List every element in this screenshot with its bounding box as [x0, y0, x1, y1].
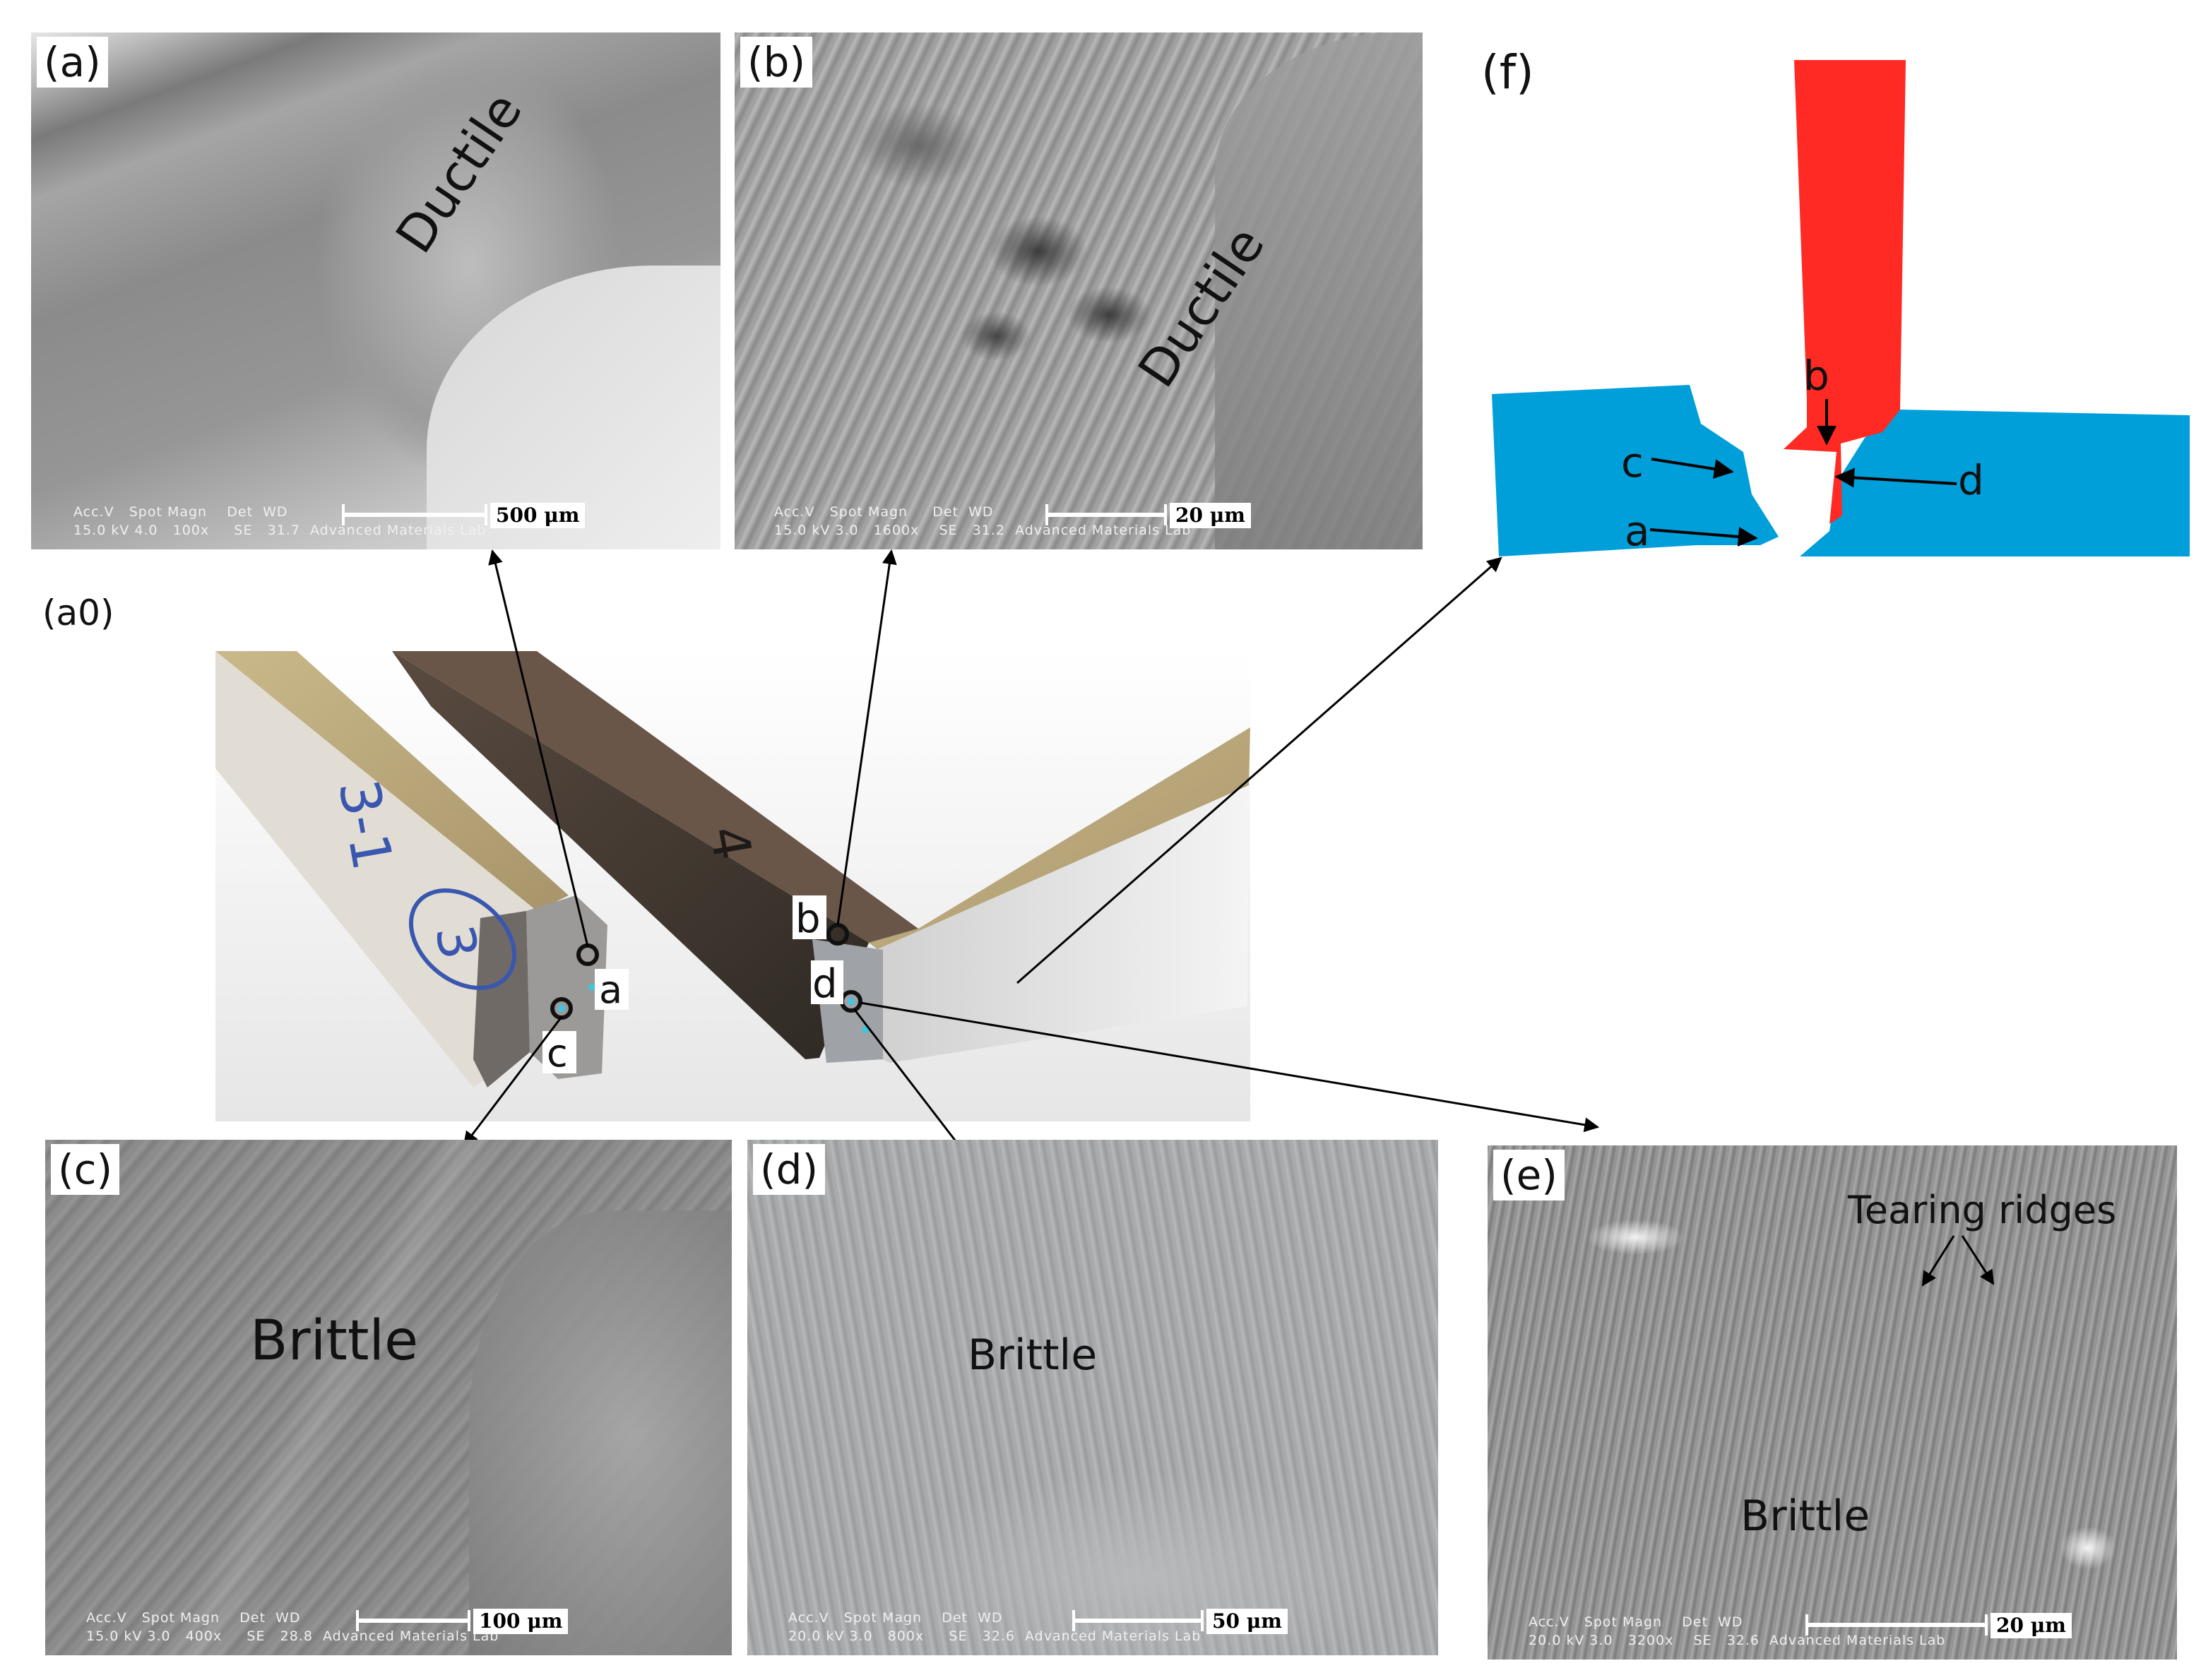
annotation-tearing-ridges: Tearing ridges [1848, 1188, 2117, 1232]
arrow-a-to-panel-a [488, 549, 589, 947]
schematic-arrow-c [1651, 458, 1734, 479]
tearing-ridges-arrow-right [1961, 1235, 1995, 1285]
sem-meta-line2-c: 15.0 kV 3.0 400x SE 28.8 Advanced Materi… [86, 1628, 499, 1644]
schematic-left-blue-piece [1492, 385, 1779, 556]
sem-meta-line2-a: 15.0 kV 4.0 100x SE 31.7 Advanced Materi… [73, 523, 487, 538]
panel-label-b: (b) [740, 37, 813, 88]
sem-databar-c: Acc.V Spot Magn Det WD 15.0 kV 3.0 400x … [45, 1606, 732, 1655]
schematic-right-blue-piece [1800, 410, 2190, 556]
sem-meta-line2-e: 20.0 kV 3.0 3200x SE 32.6 Advanced Mater… [1529, 1633, 1946, 1648]
sem-databar-d: Acc.V Spot Magn Det WD 20.0 kV 3.0 800x … [747, 1606, 1438, 1655]
point-label-d: d [812, 961, 838, 1007]
schematic-label-b: b [1803, 352, 1829, 400]
schematic-arrow-a [1649, 527, 1758, 547]
scale-bar-a [342, 504, 487, 525]
point-label-a: a [599, 967, 622, 1012]
left-bar-front-face [215, 651, 537, 1088]
sem-databar-b: Acc.V Spot Magn Det WD 15.0 kV 3.0 1600x… [735, 500, 1423, 549]
schematic-label-a: a [1625, 507, 1650, 555]
sem-panel-d: (d) Brittle Acc.V Spot Magn Det WD 20.0 … [747, 1140, 1438, 1655]
arrow-d-to-panel-e [860, 1001, 1600, 1133]
sem-panel-b: (b) Ductile Acc.V Spot Magn Det WD 15.0 … [735, 32, 1423, 549]
panel-label-a: (a) [37, 37, 108, 88]
tearing-ridges-arrow-left [1921, 1235, 1955, 1287]
scale-label-e: 20 μm [1991, 1613, 2072, 1638]
sem-meta-line2-b: 15.0 kV 3.0 1600x SE 31.2 Advanced Mater… [774, 523, 1192, 538]
panel-b-right-region [1215, 32, 1423, 549]
middle-bar-front-face [392, 651, 869, 1059]
tearing-ridges-arrows [1921, 1235, 1995, 1287]
point-label-b: b [795, 896, 821, 942]
arrow-d-to-panel-d [853, 1009, 962, 1148]
label-box-c [542, 1031, 576, 1073]
marker-dot-a [588, 984, 595, 991]
scale-label-c: 100 μm [473, 1609, 569, 1634]
annotation-brittle-c: Brittle [250, 1309, 419, 1373]
panel-label-c: (c) [51, 1144, 120, 1195]
specimen-photo: 3-1 3 4 a c b d [215, 650, 1250, 1121]
sem-meta-line1-e: Acc.V Spot Magn Det WD [1529, 1614, 1743, 1630]
connector-arrows [463, 549, 1600, 1148]
scale-bar-e [1805, 1614, 1988, 1636]
scale-label-a: 500 μm [490, 503, 586, 528]
scale-bar-b [1045, 504, 1167, 525]
marker-dot-d2 [862, 1026, 869, 1033]
sem-meta-line1-a: Acc.V Spot Magn Det WD [73, 504, 288, 520]
sem-databar-a: Acc.V Spot Magn Det WD 15.0 kV 4.0 100x … [31, 500, 720, 549]
panel-label-e: (e) [1493, 1150, 1565, 1201]
scale-bar-c [356, 1610, 470, 1631]
panel-c-right-region [469, 1210, 732, 1655]
panel-label-f: (f) [1481, 45, 1534, 100]
arrow-photo-to-panel-f [1016, 556, 1502, 984]
schematic-red-piece [1784, 60, 1906, 524]
schematic-arrow-d [1834, 467, 1957, 488]
scale-label-b: 20 μm [1170, 503, 1251, 528]
sem-meta-line1-b: Acc.V Spot Magn Det WD [774, 504, 994, 520]
label-box-d [811, 960, 843, 1004]
scale-bar-d [1072, 1610, 1204, 1631]
scale-label-d: 50 μm [1206, 1609, 1288, 1634]
label-box-a [595, 969, 629, 1010]
marker-dot-d [848, 998, 855, 1005]
arrow-c-to-panel-c [463, 1016, 563, 1147]
sem-meta-line1-d: Acc.V Spot Magn Det WD [788, 1610, 1003, 1626]
right-bar-top-face [869, 727, 1250, 964]
right-bar-side-face [865, 785, 1249, 1063]
point-label-c: c [547, 1031, 568, 1076]
sem-meta-line1-c: Acc.V Spot Magn Det WD [86, 1610, 301, 1626]
annotation-brittle-d: Brittle [968, 1330, 1098, 1380]
fracture-schematic: (f) b c d a [1481, 45, 2190, 556]
middle-bar-top-face [392, 651, 918, 943]
annotation-ductile-a: Ductile [384, 82, 534, 263]
sem-panel-a: (a) Ductile Acc.V Spot Magn Det WD 15.0 … [31, 32, 720, 549]
annotation-brittle-e: Brittle [1740, 1491, 1870, 1541]
sem-meta-line2-d: 20.0 kV 3.0 800x SE 32.6 Advanced Materi… [788, 1628, 1202, 1644]
panel-label-d: (d) [753, 1144, 826, 1195]
handwriting-circle [408, 888, 517, 990]
left-bar-top-face [215, 651, 569, 911]
arrow-b-to-panel-b [836, 549, 897, 926]
sem-panel-c: (c) Brittle Acc.V Spot Magn Det WD 15.0 … [45, 1140, 732, 1655]
panel-label-a0: (a0) [42, 592, 114, 633]
schematic-label-c: c [1621, 439, 1644, 487]
handwriting-3-1: 3-1 [326, 775, 404, 875]
sem-panel-e: (e) Brittle Tearing ridges Acc.V Spot Ma… [1488, 1145, 2177, 1660]
label-box-b [793, 895, 826, 939]
marker-dot-c [558, 1005, 565, 1012]
schematic-label-d: d [1958, 456, 1984, 504]
sem-databar-e: Acc.V Spot Magn Det WD 20.0 kV 3.0 3200x… [1488, 1610, 2177, 1660]
